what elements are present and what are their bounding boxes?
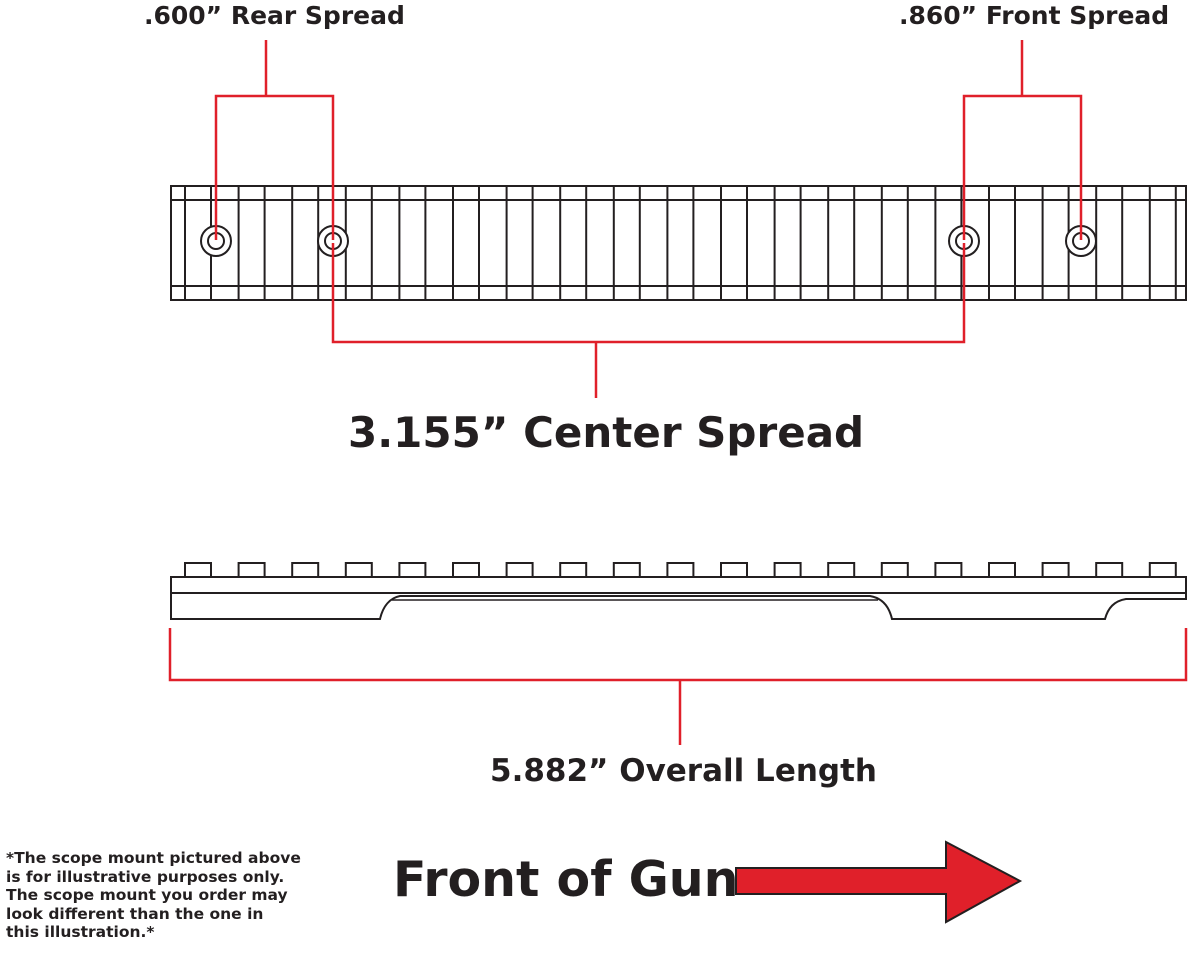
mounting-holes <box>200 225 1097 257</box>
rail-slot <box>988 185 1016 301</box>
rail-slot <box>237 185 266 301</box>
disclaimer-line: *The scope mount pictured above <box>6 849 301 867</box>
overall-length-label: 5.882” Overall Length <box>490 753 877 789</box>
disclaimer-line: this illustration.* <box>6 923 155 941</box>
rail-slot <box>559 185 588 301</box>
rail-slot <box>398 185 427 301</box>
rail-slot <box>880 185 909 301</box>
rail-tooth <box>344 562 373 578</box>
rail-tooth <box>612 562 641 578</box>
rail-tooth <box>773 562 802 578</box>
rail-slot <box>773 185 802 301</box>
rail-tooth <box>184 562 212 578</box>
rail-slot <box>612 185 641 301</box>
rail-tooth <box>291 562 320 578</box>
rail-slot <box>1041 185 1070 301</box>
center-spread-bracket <box>331 243 966 344</box>
rail-tooth <box>1148 562 1177 578</box>
rail-slot <box>505 185 534 301</box>
rail-side-top-strip <box>170 576 1187 594</box>
disclaimer-line: look different than the one in <box>6 904 264 923</box>
rail-tooth <box>398 562 427 578</box>
rear-spread-label: .600” Rear Spread <box>144 1 405 30</box>
front-spread-label: .860” Front Spread <box>899 1 1170 30</box>
rail-tooth <box>1041 562 1070 578</box>
overall-length-dimension <box>168 628 1188 745</box>
rail-slot <box>1095 185 1124 301</box>
rail-tooth <box>666 562 695 578</box>
center-spread-label: 3.155” Center Spread <box>348 408 865 457</box>
disclaimer-note: *The scope mount pictured above is for i… <box>6 849 336 942</box>
rail-slot <box>666 185 695 301</box>
rail-teeth <box>184 562 1177 578</box>
rail-side-base <box>170 593 1187 620</box>
front-of-gun-label: Front of Gun <box>393 851 739 908</box>
rail-tooth <box>237 562 266 578</box>
front-spread-bracket <box>962 94 1083 240</box>
rail-slot <box>720 185 748 301</box>
rail-slot <box>827 185 856 301</box>
disclaimer-line: The scope mount you order may <box>6 886 288 904</box>
dimension-lines <box>214 40 1083 398</box>
rail-tooth <box>988 562 1016 578</box>
rail-tooth <box>1095 562 1124 578</box>
rail-tooth <box>934 562 963 578</box>
rail-tooth <box>452 562 480 578</box>
disclaimer-line: is for illustrative purposes only. <box>6 867 285 886</box>
rear-hole-1 <box>200 225 232 257</box>
rail-slots <box>184 185 1177 301</box>
front-hole-1 <box>948 225 980 257</box>
overall-length-bracket <box>168 628 1188 682</box>
rail-tooth <box>880 562 909 578</box>
rail-tooth <box>720 562 748 578</box>
rail-slot <box>1148 185 1177 301</box>
rail-slot <box>291 185 320 301</box>
rear-spread-bracket <box>214 94 335 240</box>
rail-slot <box>452 185 480 301</box>
rail-top-view <box>170 185 1187 301</box>
rear-hole-2 <box>317 225 349 257</box>
rail-tooth <box>559 562 588 578</box>
rail-side-view <box>170 562 1187 620</box>
front-arrow-icon <box>735 840 1023 924</box>
rail-tooth <box>827 562 856 578</box>
rail-slot <box>344 185 373 301</box>
rail-tooth <box>505 562 534 578</box>
